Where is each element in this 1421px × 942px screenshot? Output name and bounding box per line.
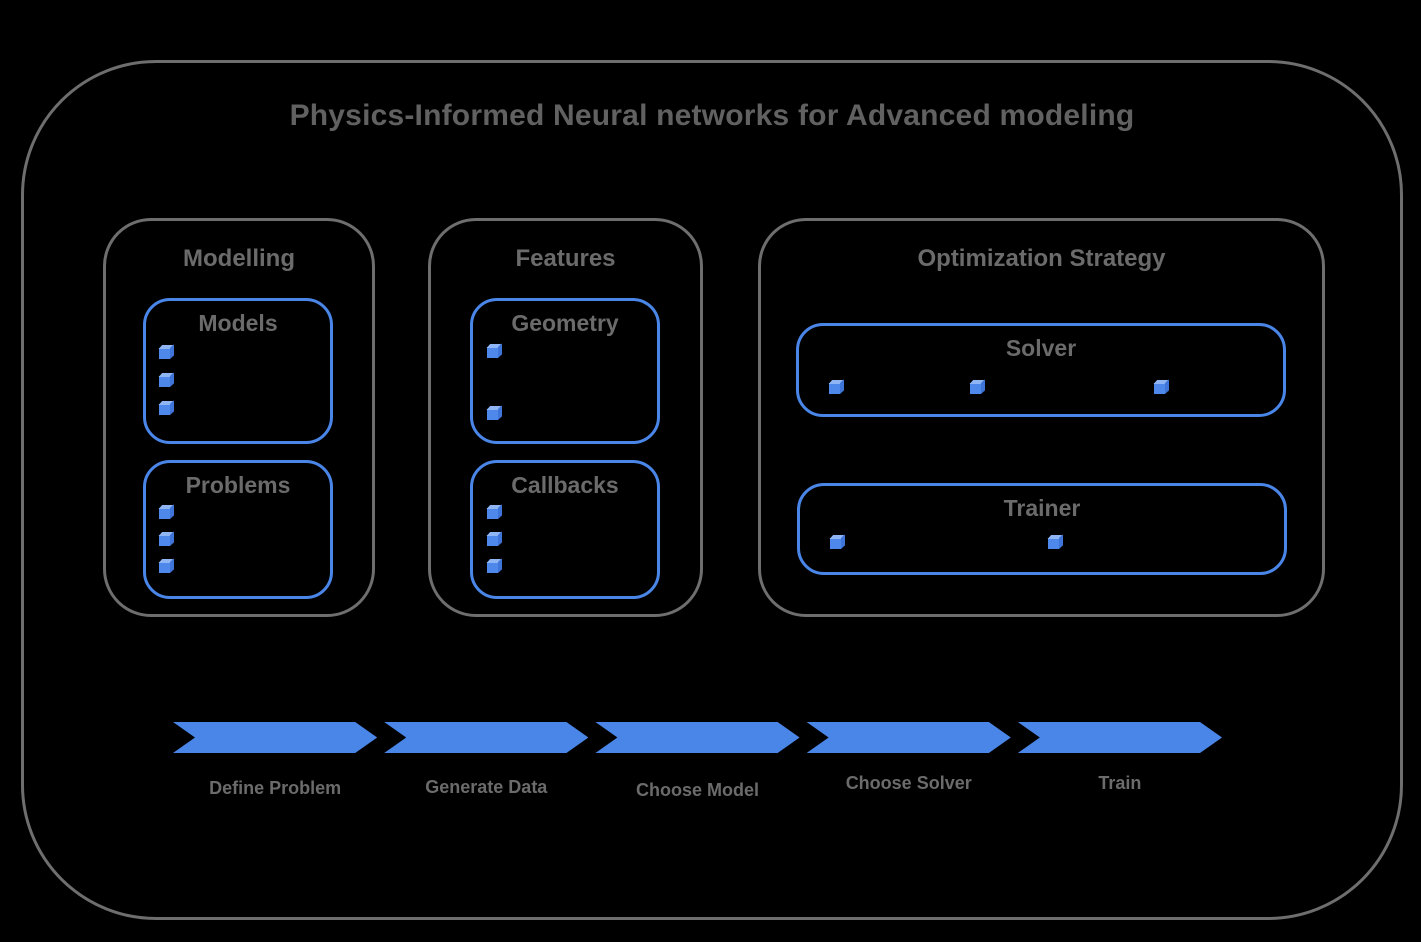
- box-models-label: Models: [198, 310, 278, 336]
- flow-chevron-choose-solver: [807, 722, 1011, 753]
- process-flow-labels: Define Problem Generate Data Choose Mode…: [173, 772, 1222, 801]
- box-geometry: Geometry: [470, 298, 660, 444]
- box-solver-label: Solver: [1005, 335, 1077, 361]
- box-models: Models: [143, 298, 333, 444]
- group-features: Features Geometry Callbacks: [428, 218, 703, 617]
- cube-icon: [487, 409, 498, 420]
- group-features-label: Features: [515, 245, 616, 272]
- diagram-frame: Physics-Informed Neural networks for Adv…: [21, 60, 1403, 920]
- group-optimization-strategy: Optimization Strategy Solver Trainer: [758, 218, 1325, 617]
- flow-chevron-train: [1018, 722, 1222, 753]
- box-trainer: Trainer: [797, 483, 1287, 575]
- cube-icon: [970, 383, 981, 394]
- cube-icon: [159, 348, 170, 359]
- box-problems-label: Problems: [185, 472, 291, 498]
- page-title: Physics-Informed Neural networks for Adv…: [289, 99, 1135, 132]
- box-trainer-label: Trainer: [1003, 495, 1081, 521]
- cube-icon: [487, 508, 498, 519]
- flow-step-label: Generate Data: [425, 777, 548, 797]
- flow-step-label: Define Problem: [209, 778, 342, 798]
- cube-icon: [830, 538, 841, 549]
- flow-chevron-choose-model: [595, 722, 799, 753]
- problems-cube-list: [159, 508, 170, 573]
- flow-chevron-generate-data: [384, 722, 588, 753]
- flow-step-label: Choose Solver: [845, 773, 972, 793]
- cube-icon: [1048, 538, 1059, 549]
- box-callbacks-label: Callbacks: [511, 472, 619, 498]
- process-flow-arrow: [173, 722, 1222, 753]
- flow-step-label: Train: [1098, 773, 1142, 793]
- models-cube-list: [159, 348, 170, 415]
- group-modelling: Modelling Models Problems: [103, 218, 375, 617]
- box-geometry-label: Geometry: [511, 310, 619, 336]
- cube-icon: [487, 347, 498, 358]
- geometry-cube-list: [487, 347, 498, 420]
- callbacks-cube-list: [487, 508, 498, 573]
- cube-icon: [159, 535, 170, 546]
- flow-chevron-define-problem: [173, 722, 377, 753]
- box-solver: Solver: [796, 323, 1286, 417]
- cube-icon: [487, 562, 498, 573]
- group-optimization-label: Optimization Strategy: [917, 245, 1166, 272]
- box-problems: Problems: [143, 460, 333, 599]
- group-modelling-label: Modelling: [183, 245, 295, 272]
- cube-icon: [159, 508, 170, 519]
- cube-icon: [159, 376, 170, 387]
- cube-icon: [159, 562, 170, 573]
- cube-icon: [487, 535, 498, 546]
- box-callbacks: Callbacks: [470, 460, 660, 599]
- cube-icon: [159, 404, 170, 415]
- cube-icon: [1154, 383, 1165, 394]
- cube-icon: [829, 383, 840, 394]
- flow-step-label: Choose Model: [636, 780, 760, 800]
